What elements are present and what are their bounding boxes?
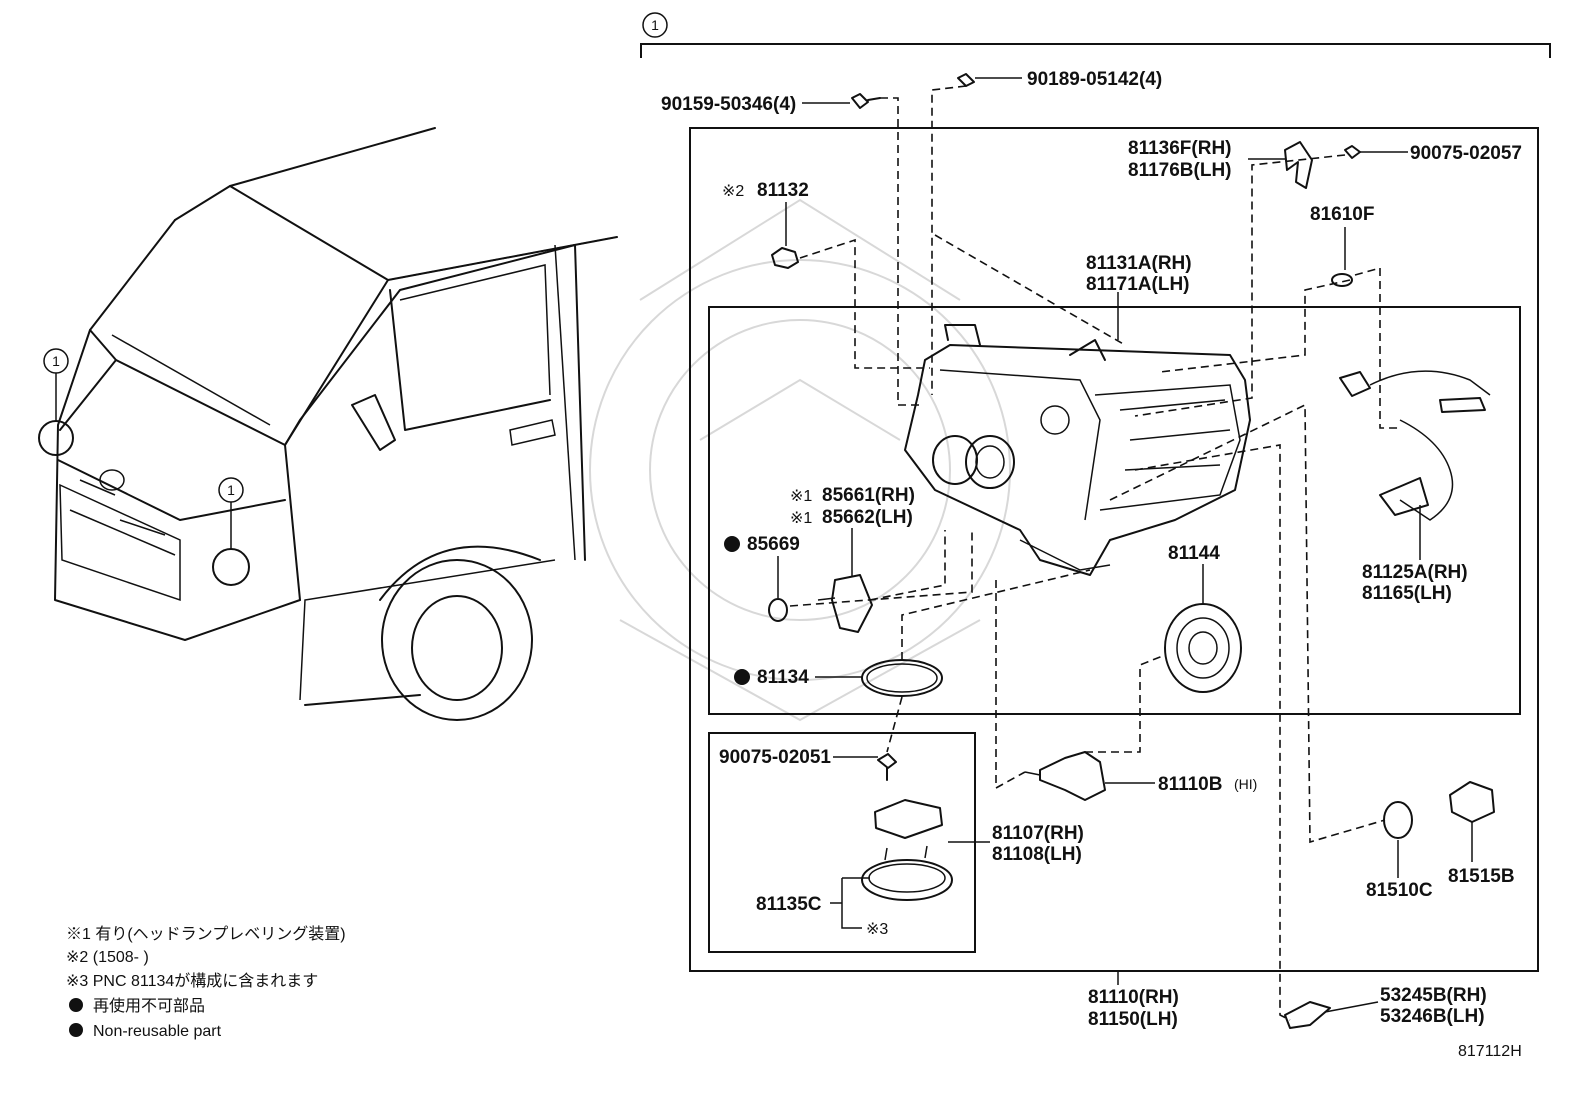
note-3: ※3 PNC 81134が構成に含まれます xyxy=(66,972,318,990)
label-81136f: 81136F(RH) xyxy=(1128,138,1232,159)
label-81150: 81150(LH) xyxy=(1088,1009,1178,1030)
label-81131a: 81131A(RH) xyxy=(1086,253,1192,274)
van-callout-left: 1 xyxy=(52,353,60,369)
van-callout-right: 1 xyxy=(227,482,235,498)
label-81135c: 81135C xyxy=(756,894,822,915)
label-81515b: 81515B xyxy=(1448,866,1515,887)
label-81125a: 81125A(RH) xyxy=(1362,562,1468,583)
label-90159-50346: 90159-50346(4) xyxy=(661,94,796,115)
label-90075-02057: 90075-02057 xyxy=(1410,143,1522,164)
label-53245b: 53245B(RH) xyxy=(1380,985,1487,1006)
label-81171a: 81171A(LH) xyxy=(1086,274,1190,295)
label-81144: 81144 xyxy=(1168,543,1220,564)
label-81107: 81107(RH) xyxy=(992,823,1084,844)
mark-85662: ※1 xyxy=(790,510,812,527)
label-81134: 81134 xyxy=(757,667,809,688)
assembly-frames: 1 xyxy=(640,12,1551,972)
label-85669: 85669 xyxy=(747,534,800,555)
note-1: ※1 有り(ヘッドランプレベリング装置) xyxy=(66,925,346,943)
watermark xyxy=(589,198,1011,722)
label-81165: 81165(LH) xyxy=(1362,583,1452,604)
dashed-guides xyxy=(789,85,1400,1021)
legend-dot-en xyxy=(69,1023,83,1037)
non-reusable-dot-85669 xyxy=(724,536,740,552)
label-90189-05142: 90189-05142(4) xyxy=(1027,69,1162,90)
non-reusable-dot-81134 xyxy=(734,669,750,685)
van-illustration: 1 1 xyxy=(38,127,618,721)
note-2: ※2 (1508- ) xyxy=(66,949,149,966)
label-90075-02051: 90075-02051 xyxy=(719,747,831,768)
label-81510c: 81510C xyxy=(1366,880,1433,901)
housing-box xyxy=(708,306,1521,715)
label-81108: 81108(LH) xyxy=(992,844,1082,865)
mark-85661: ※1 xyxy=(790,488,812,505)
legend-notes: ※1 有り(ヘッドランプレベリング装置) ※2 (1508- ) ※3 PNC … xyxy=(66,925,346,1040)
headlamp-housing-drawing xyxy=(904,324,1251,576)
note-non-reusable-jp: 再使用不可部品 xyxy=(93,997,205,1015)
label-81176b: 81176B(LH) xyxy=(1128,160,1232,181)
legend-dot-jp xyxy=(69,998,83,1012)
label-81110: 81110(RH) xyxy=(1088,987,1179,1008)
mark-81135c: ※3 xyxy=(866,921,888,938)
label-85662: 85662(LH) xyxy=(822,507,913,528)
headlamp-assembly-box xyxy=(689,127,1539,972)
label-53246b: 53246B(LH) xyxy=(1380,1006,1485,1027)
leader-lines xyxy=(777,77,1473,1013)
label-81132: 81132 xyxy=(757,180,809,201)
label-81110b: 81110B xyxy=(1158,774,1222,795)
note-non-reusable-en: Non-reusable part xyxy=(93,1023,222,1040)
diagram-id: 817112H xyxy=(1458,1043,1522,1060)
mark-81132: ※2 xyxy=(722,183,744,200)
label-85661: 85661(RH) xyxy=(822,485,915,506)
label-81110b-note: (HI) xyxy=(1234,776,1257,792)
label-81610f: 81610F xyxy=(1310,204,1374,225)
assembly-callout: 1 xyxy=(651,17,659,33)
part-labels: 90159-50346(4) 90189-05142(4) 90075-0205… xyxy=(661,69,1522,1060)
